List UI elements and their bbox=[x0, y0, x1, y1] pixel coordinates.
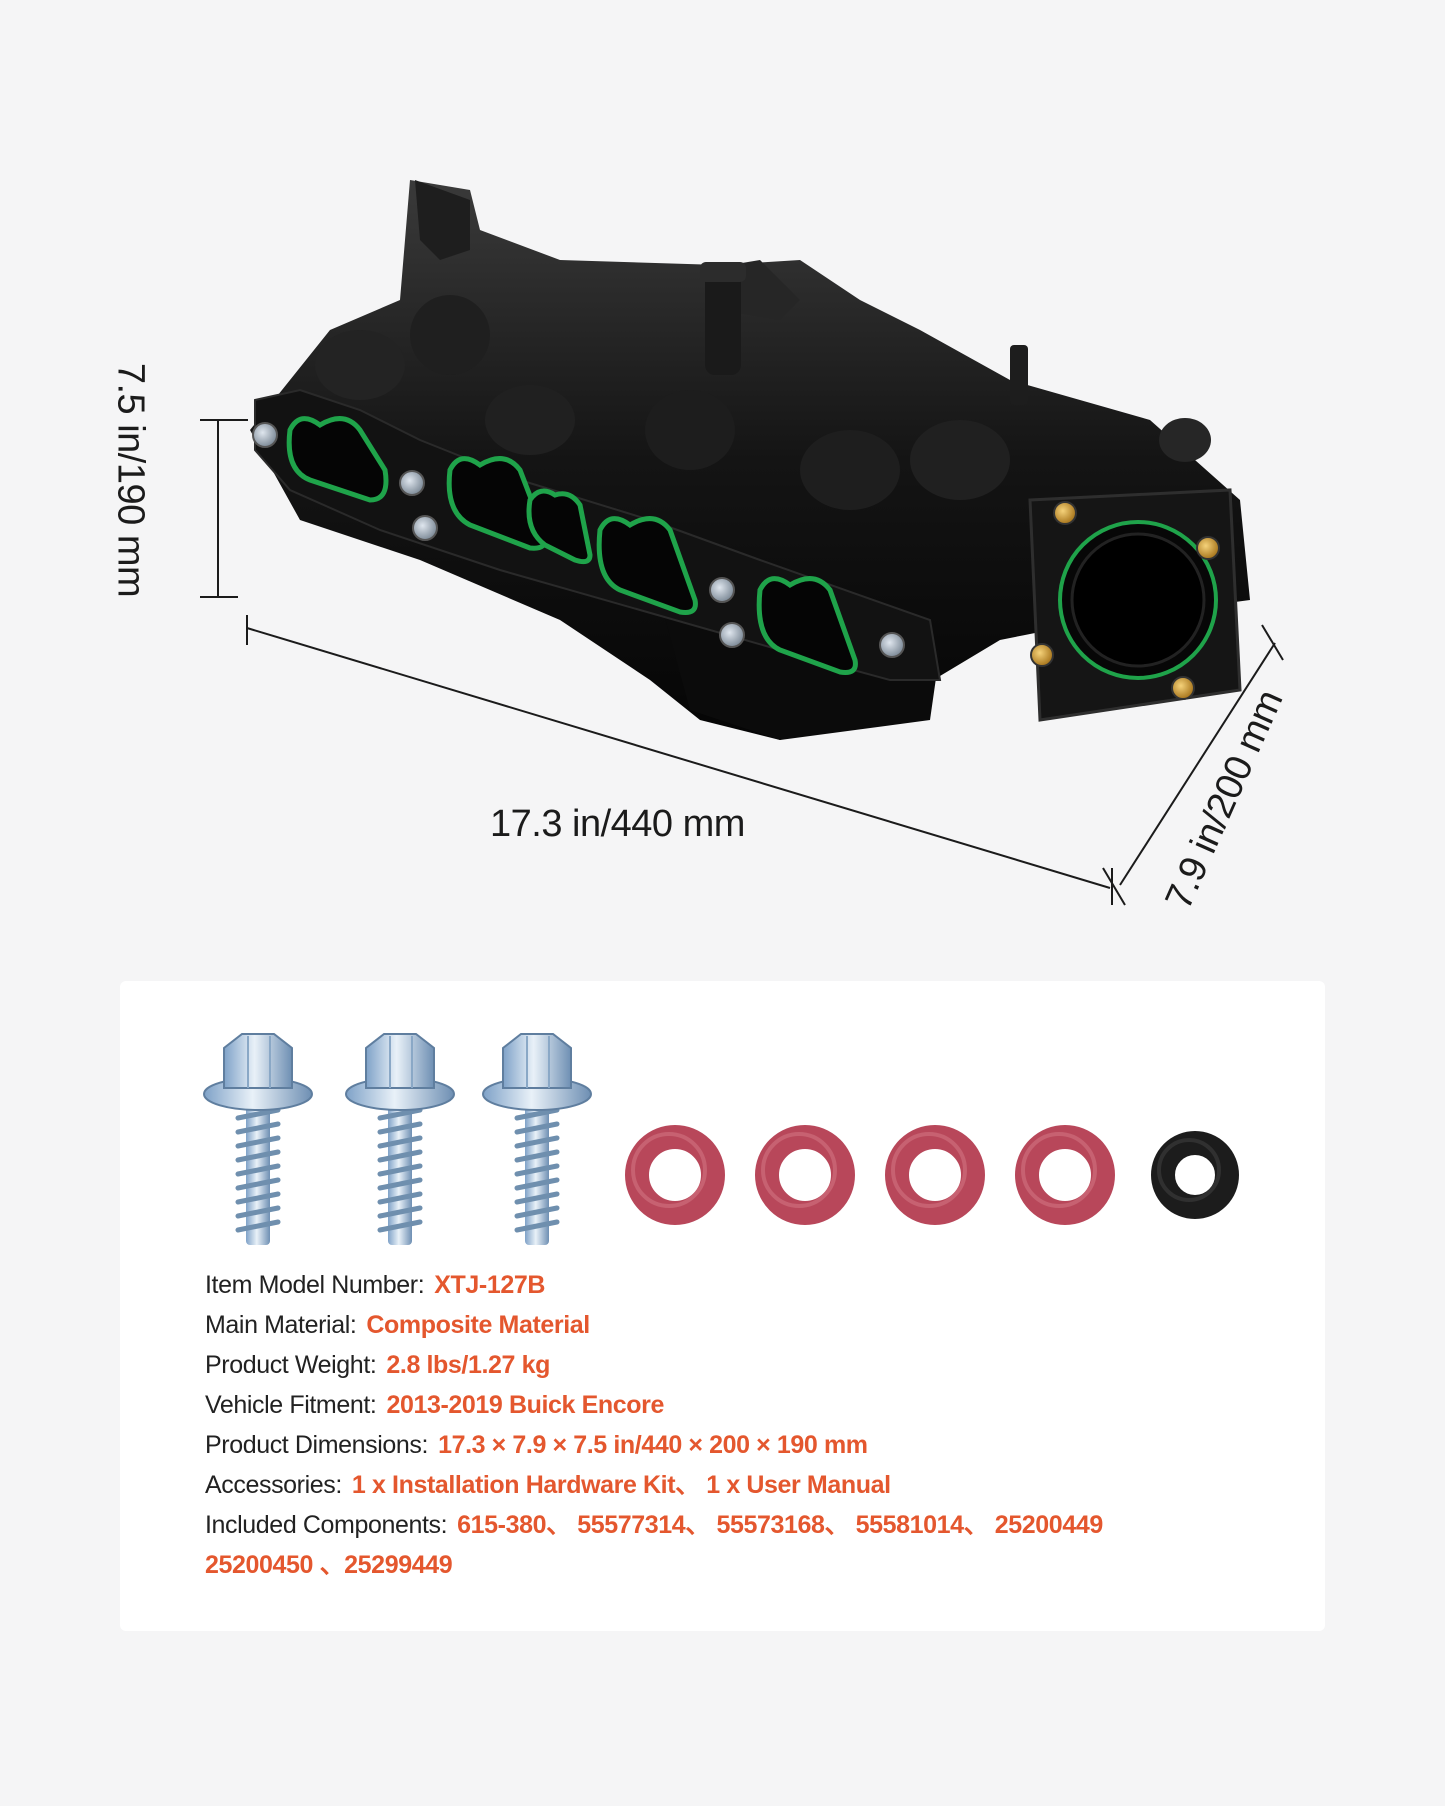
red-oring bbox=[1015, 1125, 1115, 1225]
screw bbox=[345, 1033, 455, 1245]
spec-card bbox=[120, 981, 1325, 1631]
spec-row-material: Main Material: Composite Material bbox=[205, 1305, 1305, 1345]
spec-row-dimensions: Product Dimensions: 17.3 × 7.9 × 7.5 in/4… bbox=[205, 1425, 1305, 1465]
hardware-kit-image bbox=[203, 1033, 1239, 1245]
throttle-flange bbox=[1028, 488, 1242, 722]
spec-row-model: Item Model Number: XTJ-127B bbox=[205, 1265, 1305, 1305]
spec-value: XTJ-127B bbox=[434, 1271, 546, 1299]
spec-row-components: Included Components: 615-380、 55577314、 5… bbox=[205, 1505, 1305, 1545]
red-oring bbox=[755, 1125, 855, 1225]
oring-group bbox=[625, 1125, 1239, 1225]
spec-row-weight: Product Weight: 2.8 lbs/1.27 kg bbox=[205, 1345, 1305, 1385]
spec-row-fitment: Vehicle Fitment: 2013-2019 Buick Encore bbox=[205, 1385, 1305, 1425]
spec-label: Vehicle Fitment: bbox=[205, 1391, 377, 1419]
spec-row-components-continued: 25200450 、25299449 bbox=[205, 1545, 1305, 1585]
spec-value: 17.3 × 7.9 × 7.5 in/440 × 200 × 190 mm bbox=[438, 1431, 868, 1459]
spec-label: Accessories: bbox=[205, 1471, 342, 1499]
screw-group bbox=[203, 1033, 592, 1245]
spec-value: 615-380、 55577314、 55573168、 55581014、 2… bbox=[457, 1511, 1103, 1539]
spec-row-accessories: Accessories: 1 x Installation Hardware Ki… bbox=[205, 1465, 1305, 1505]
intake-manifold-image bbox=[200, 180, 1284, 906]
dimension-lines bbox=[200, 419, 1284, 906]
spec-label: Item Model Number: bbox=[205, 1271, 425, 1299]
spec-value: 25200450 、25299449 bbox=[205, 1551, 453, 1579]
spec-label: Main Material: bbox=[205, 1311, 357, 1339]
screw bbox=[482, 1033, 592, 1245]
manifold-flange bbox=[252, 388, 942, 681]
red-oring bbox=[625, 1125, 725, 1225]
spec-label: Product Weight: bbox=[205, 1351, 377, 1379]
black-oring bbox=[1151, 1131, 1239, 1219]
spec-label: Included Components: bbox=[205, 1511, 448, 1539]
spec-label: Product Dimensions: bbox=[205, 1431, 429, 1459]
length-dimension-label: 17.3 in/440 mm bbox=[490, 803, 745, 845]
screw bbox=[203, 1033, 313, 1245]
spec-value: 2013-2019 Buick Encore bbox=[386, 1391, 664, 1419]
spec-value: 1 x Installation Hardware Kit、 1 x User … bbox=[351, 1471, 891, 1499]
height-dimension-label: 7.5 in/190 mm bbox=[109, 362, 152, 598]
spec-list: Item Model Number: XTJ-127B Main Material… bbox=[205, 1265, 1305, 1585]
spec-value: 2.8 lbs/1.27 kg bbox=[386, 1351, 550, 1379]
spec-value: Composite Material bbox=[366, 1311, 590, 1339]
red-oring bbox=[885, 1125, 985, 1225]
